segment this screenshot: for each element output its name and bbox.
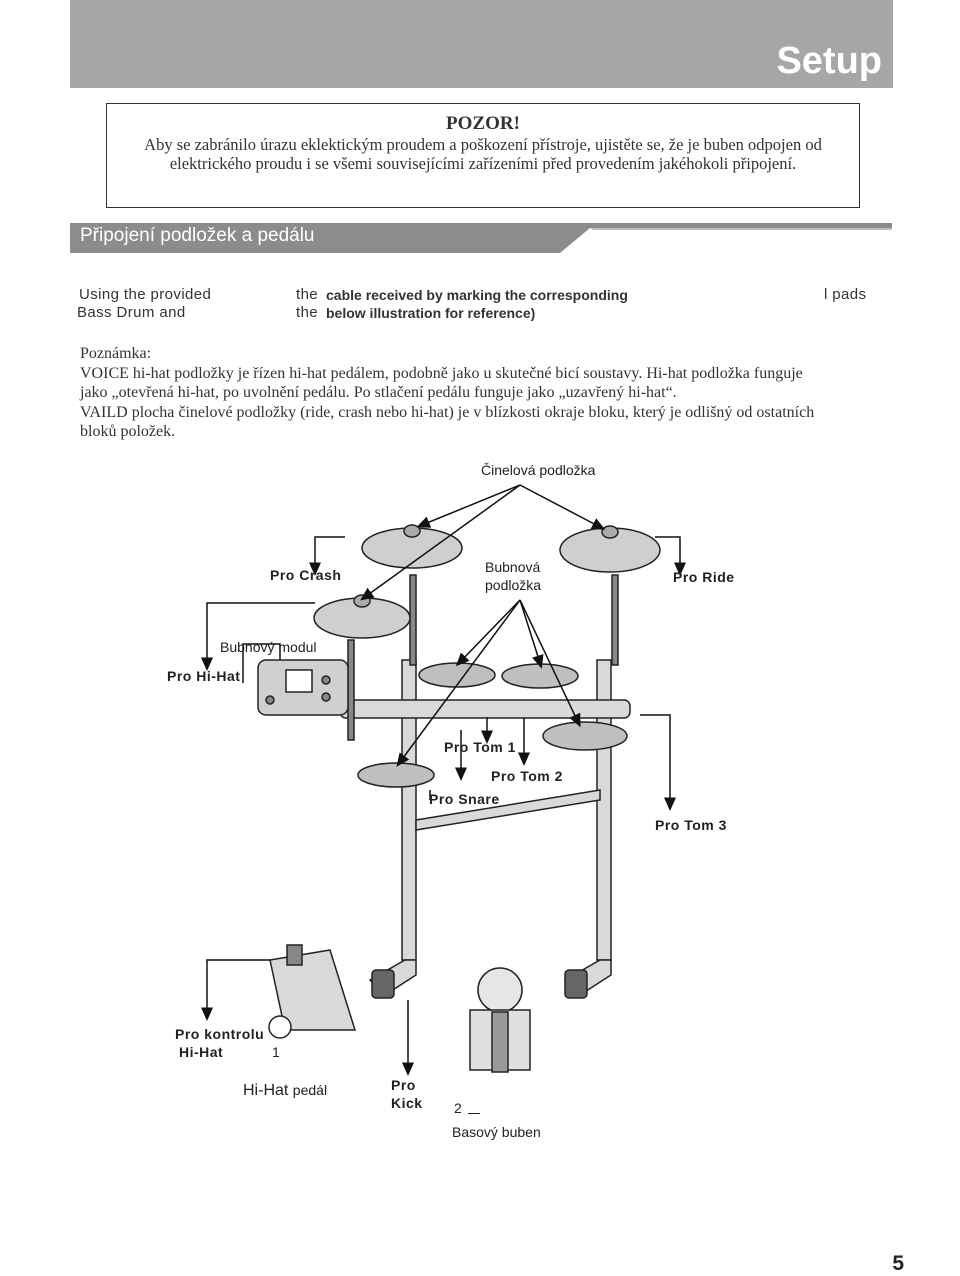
residual-text-5: the bbox=[296, 304, 319, 321]
label-drum-pad-2: podložka bbox=[485, 577, 542, 593]
section-header-bar bbox=[70, 223, 892, 253]
label-tom-3: Pro Tom 3 bbox=[655, 817, 727, 833]
label-ride: Pro Ride bbox=[673, 569, 735, 585]
page-title: Setup bbox=[776, 40, 882, 82]
label-crash: Pro Crash bbox=[270, 567, 342, 583]
leader-lines bbox=[201, 484, 686, 1076]
label-bass-drum: Basový buben bbox=[452, 1124, 541, 1140]
section-title: Připojení podložek a pedálu bbox=[80, 225, 315, 246]
rack-frame bbox=[339, 574, 631, 999]
note-line-4: bloků položek. bbox=[80, 423, 176, 440]
header-bar bbox=[70, 0, 893, 88]
note-line-2: jako „otevřená hi-hat, po uvolnění pedál… bbox=[80, 384, 677, 401]
label-drum-module: Bubnový modul bbox=[220, 639, 317, 655]
label-snare: Pro Snare bbox=[429, 791, 500, 807]
note-block: Poznámka: VOICE hi-hat podložky je řízen… bbox=[80, 344, 880, 442]
residual-text-2: Bass Drum and bbox=[77, 304, 186, 321]
hihat-cymbal bbox=[313, 594, 411, 639]
label-hihat: Pro Hi-Hat bbox=[167, 668, 241, 684]
label-cymbal-pad: Činelová podložka bbox=[481, 462, 596, 478]
label-kick-1: Pro bbox=[391, 1077, 416, 1093]
number-2-underline bbox=[468, 1113, 480, 1114]
label-hihat-pedal-a: Hi-Hat bbox=[243, 1082, 289, 1099]
note-line-1: VOICE hi-hat podložky je řízen hi-hat pe… bbox=[80, 364, 803, 382]
note-line-3: VAILD plocha činelové podložky (ride, cr… bbox=[80, 403, 815, 421]
residual-text-1: Using the provided bbox=[79, 286, 212, 303]
label-hihat-pedal-b: pedál bbox=[292, 1082, 328, 1098]
label-drum-pad-1: Bubnová bbox=[485, 559, 541, 575]
label-tom-2: Pro Tom 2 bbox=[491, 768, 563, 784]
label-hihat-control-2: Hi-Hat bbox=[179, 1044, 224, 1060]
page-number: 5 bbox=[892, 1252, 904, 1275]
residual-text-7: l pads bbox=[824, 286, 867, 303]
label-hihat-pedal: Hi-Hat pedál bbox=[243, 1082, 327, 1100]
label-tom-1: Pro Tom 1 bbox=[444, 739, 516, 755]
residual-text-3: the bbox=[296, 286, 319, 303]
ride-cymbal bbox=[559, 525, 661, 573]
warning-box: POZOR! Aby se zabránilo úrazu eklektický… bbox=[106, 103, 860, 208]
drum-module bbox=[257, 659, 349, 716]
note-heading: Poznámka: bbox=[80, 345, 152, 362]
residual-text-6: below illustration for reference) bbox=[326, 305, 536, 321]
label-kick-2: Kick bbox=[391, 1095, 423, 1111]
label-number-2: 2 bbox=[454, 1100, 462, 1116]
residual-text-4: cable received by marking the correspond… bbox=[326, 287, 628, 303]
warning-line-1: Aby se zabránilo úrazu eklektickým proud… bbox=[144, 135, 822, 154]
warning-title: POZOR! bbox=[446, 113, 520, 134]
label-hihat-control-1: Pro kontrolu bbox=[175, 1026, 265, 1042]
hihat-pedal bbox=[268, 944, 357, 1039]
crash-cymbal bbox=[361, 524, 463, 569]
warning-line-2: elektrického proudu i se všemi souvisejí… bbox=[169, 154, 797, 173]
label-number-1: 1 bbox=[272, 1044, 280, 1060]
bass-drum-pad bbox=[469, 967, 531, 1073]
